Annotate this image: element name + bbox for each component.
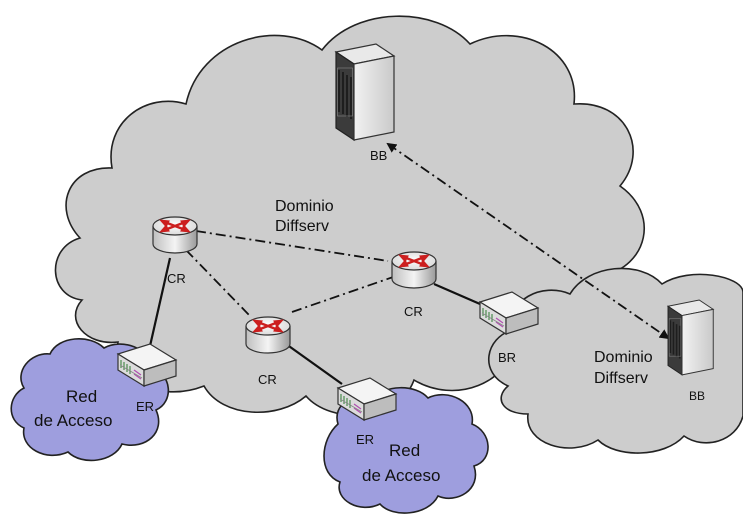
dashed-link-cr-left-cr-center	[185, 249, 251, 317]
second-domain-label-line2: Diffserv	[594, 370, 648, 387]
cr-center-label: CR	[258, 372, 277, 387]
cr-right-label: CR	[404, 304, 423, 319]
main-domain-label-line1: Dominio	[275, 198, 334, 215]
link-cr-center-er-bottom	[285, 343, 343, 385]
access-left-label-line2: de Acceso	[34, 411, 112, 430]
er-bottom-label: ER	[356, 432, 374, 447]
main-domain-label-line2: Diffserv	[275, 218, 329, 235]
cr-left-label: CR	[167, 271, 186, 286]
access-bottom-label-line1: Red	[389, 441, 420, 460]
signaling-arrow-bb-to-bb	[386, 142, 670, 340]
core-router-center-icon	[244, 315, 292, 355]
second-domain-label-line1: Dominio	[594, 349, 653, 366]
bb-second-label: BB	[689, 389, 705, 403]
dashed-link-cr-left-cr-right	[195, 230, 389, 262]
br-label: BR	[498, 350, 516, 365]
bb-main-label: BB	[370, 148, 387, 163]
core-router-left-icon	[151, 215, 199, 255]
access-bottom-label-line2: de Acceso	[362, 466, 440, 485]
link-cr-right-br	[433, 282, 481, 306]
bandwidth-broker-second-icon	[667, 299, 714, 376]
link-cr-left-er-left	[148, 257, 172, 347]
dashed-link-cr-center-cr-right	[291, 275, 397, 313]
core-router-right-icon	[390, 250, 438, 290]
er-left-label: ER	[136, 399, 154, 414]
bandwidth-broker-main-icon	[335, 43, 395, 141]
access-left-label-line1: Red	[66, 387, 97, 406]
